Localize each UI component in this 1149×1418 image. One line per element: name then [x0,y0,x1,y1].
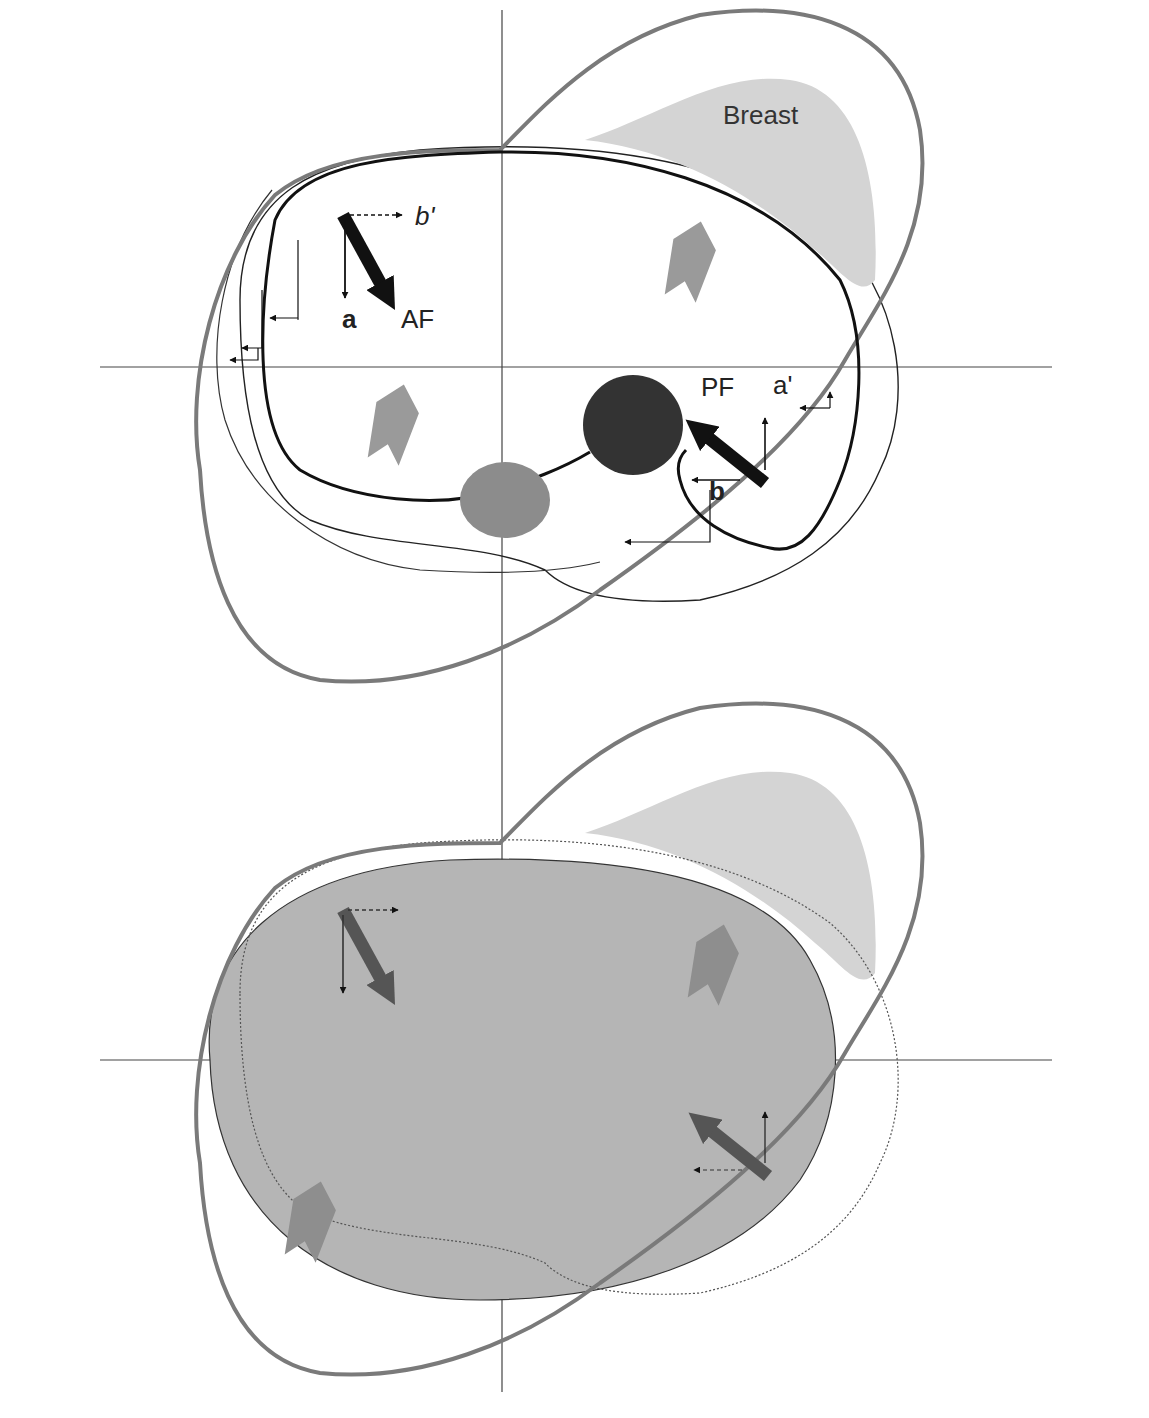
force-label: b [708,478,726,504]
region-label: Breast [723,100,798,131]
force-label: a' [772,372,793,398]
breast-region: Breast [560,60,890,320]
force-label: b' [414,203,435,229]
force-label: a [341,306,357,332]
force-label: AF [400,306,435,332]
force-label: PF [700,374,735,400]
breast-shape [560,60,890,320]
